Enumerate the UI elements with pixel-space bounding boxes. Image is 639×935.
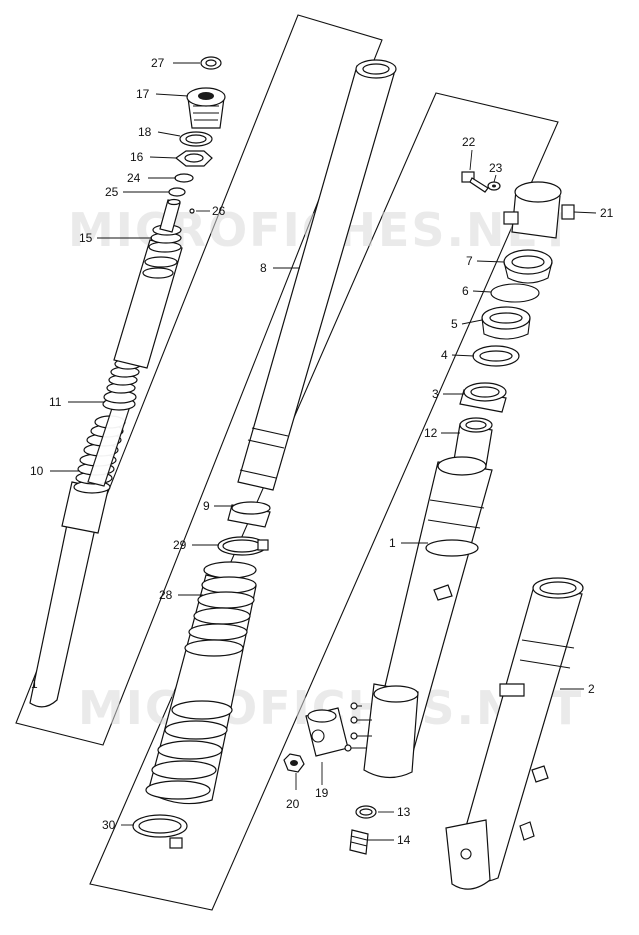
label-22: 22 (462, 135, 476, 149)
damper-rod-assembly (29, 198, 183, 708)
nut-20 (283, 753, 305, 773)
bolt-22 (461, 171, 489, 193)
label-30: 30 (102, 818, 116, 832)
label-18: 18 (138, 125, 152, 139)
label-12: 12 (424, 426, 438, 440)
label-2: 2 (588, 682, 595, 696)
upper-bracket-21 (503, 181, 575, 239)
label-5: 5 (451, 317, 458, 331)
label-28: 28 (159, 588, 173, 602)
label-27: 27 (151, 56, 165, 70)
bushing-3 (459, 382, 507, 413)
ball-26 (189, 208, 195, 214)
fork-cap-assembly (168, 56, 226, 214)
washer-25 (168, 187, 186, 197)
label-20: 20 (286, 797, 300, 811)
bushing-9 (227, 501, 271, 528)
clamp-29 (217, 536, 269, 556)
washer-23 (487, 181, 501, 191)
label-23: 23 (489, 161, 503, 175)
bearing-5 (481, 306, 531, 340)
label-8: 8 (260, 261, 267, 275)
dust-boot-28 (145, 561, 257, 805)
label-25: 25 (105, 185, 119, 199)
o-ring-6 (490, 283, 540, 303)
label-14: 14 (397, 833, 411, 847)
label-21: 21 (600, 206, 614, 220)
label-19: 19 (315, 786, 329, 800)
label-10: 10 (30, 464, 44, 478)
label-3: 3 (432, 387, 439, 401)
outer-tube-8 (237, 59, 397, 491)
axle-holder-19 (305, 702, 372, 757)
label-9: 9 (203, 499, 210, 513)
label-4: 4 (441, 348, 448, 362)
damper-rod-mark: 1 (31, 677, 38, 691)
label-6: 6 (462, 284, 469, 298)
inner-tube-1 (363, 456, 493, 779)
leader-lines (50, 62, 597, 841)
race-7 (503, 249, 553, 284)
outer-tube-2 (445, 577, 584, 890)
label-13: 13 (397, 805, 411, 819)
label-16: 16 (130, 150, 144, 164)
label-1: 1 (389, 536, 396, 550)
clamp-30 (132, 814, 188, 849)
label-26: 26 (212, 204, 226, 218)
label-24: 24 (127, 171, 141, 185)
label-15: 15 (79, 231, 93, 245)
cap-13 (355, 805, 377, 819)
label-17: 17 (136, 87, 150, 101)
part-labels: 27 17 18 16 24 25 26 15 11 10 1 8 9 29 2… (30, 56, 614, 847)
bolt-14 (349, 829, 369, 855)
label-29: 29 (173, 538, 187, 552)
washer-24 (174, 173, 194, 183)
label-11: 11 (49, 395, 62, 409)
label-7: 7 (466, 254, 473, 268)
seal-4 (472, 345, 520, 367)
